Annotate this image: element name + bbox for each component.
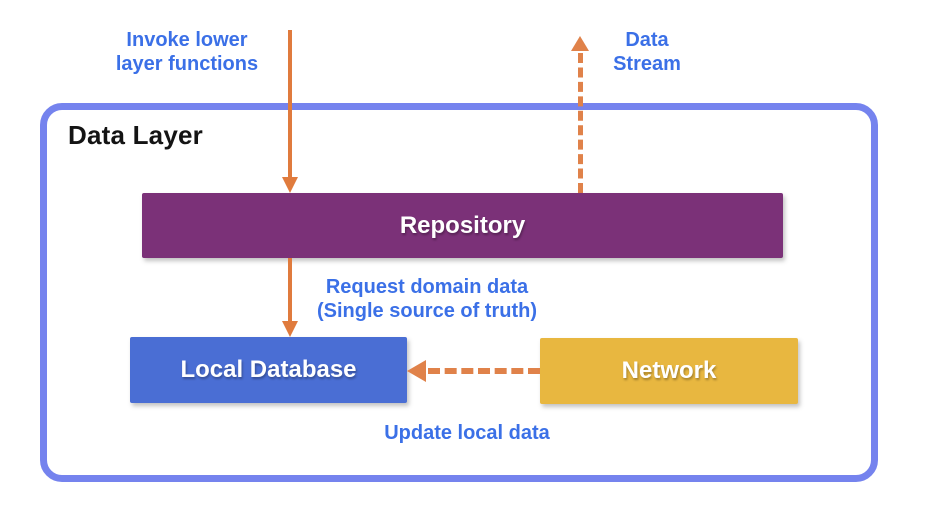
local-database-node-label: Local Database	[180, 356, 357, 383]
data-stream-arrow-shaft	[578, 53, 583, 193]
invoke-label-line2: layer functions	[115, 52, 259, 75]
local-database-node: Local Database	[130, 337, 407, 403]
arrow-left-icon	[407, 360, 426, 382]
update-arrow-shaft	[428, 368, 540, 374]
network-node-label: Network	[621, 357, 717, 384]
invoke-arrow-shaft	[288, 30, 292, 178]
arrow-down-icon	[282, 321, 298, 337]
arrow-up-icon	[571, 36, 589, 51]
invoke-label: Invoke lower layer functions	[97, 29, 277, 76]
repository-node-label: Repository	[399, 211, 526, 239]
network-node: Network	[540, 338, 798, 404]
data-stream-label-line1: Data	[625, 29, 669, 51]
request-label: Request domain data (Single source of tr…	[292, 276, 562, 323]
arrow-down-icon	[282, 177, 298, 193]
request-arrow-shaft	[288, 258, 292, 322]
data-stream-label: Data Stream	[587, 29, 707, 76]
update-label: Update local data	[384, 422, 550, 444]
request-label-line2: (Single source of truth)	[317, 299, 537, 322]
data-layer-container	[40, 103, 878, 482]
data-stream-label-line2: Stream	[613, 52, 681, 75]
invoke-label-line1: Invoke lower	[126, 29, 248, 51]
repository-node: Repository	[142, 193, 783, 258]
request-label-line1: Request domain data	[325, 276, 529, 298]
data-layer-title: Data Layer	[68, 120, 203, 150]
